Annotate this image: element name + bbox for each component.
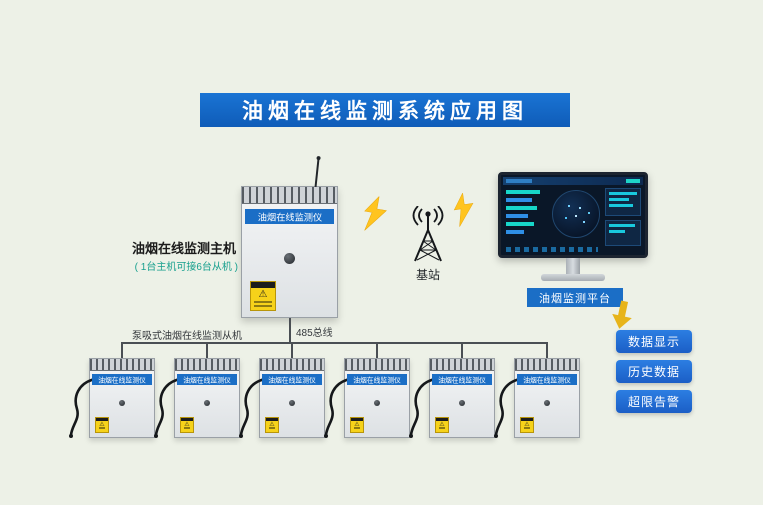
vent-cap: [515, 359, 579, 371]
warning-sticker: ⚠: [520, 417, 534, 433]
hose-icon: [494, 377, 521, 438]
sensor-knob: [119, 400, 125, 406]
bus-485-label: 485总线: [296, 328, 333, 339]
warning-icon: ⚠: [354, 421, 360, 428]
sensor-knob: [204, 400, 210, 406]
base-station-label: 基站: [415, 268, 440, 282]
lightning-icon: [364, 195, 387, 231]
dashboard-bar-chart: [506, 190, 550, 238]
warning-sticker: ⚠: [265, 417, 279, 433]
warning-sticker: ⚠: [250, 281, 276, 311]
device-strip-label: 油烟在线监测仪: [92, 374, 152, 385]
host-name-label: 油烟在线监测主机: [131, 241, 236, 256]
slave-device: 油烟在线监测仪 ⚠: [324, 358, 410, 438]
slave-device: 油烟在线监测仪 ⚠: [409, 358, 495, 438]
sensor-knob: [544, 400, 550, 406]
bus-drop-line: [121, 342, 123, 358]
warning-icon: ⚠: [269, 421, 275, 428]
dashboard-header: [503, 177, 643, 185]
dashboard-panel: [605, 220, 641, 246]
device-strip-label: 油烟在线监测仪: [517, 374, 577, 385]
device-strip-label: 油烟在线监测仪: [347, 374, 407, 385]
warning-sticker: ⚠: [180, 417, 194, 433]
bus-drop-line: [206, 342, 208, 358]
monitor-neck: [566, 258, 580, 274]
warning-icon: ⚠: [99, 421, 105, 428]
slave-group-label: 泵吸式油烟在线监测从机: [132, 331, 242, 342]
dashboard-radar: [552, 190, 600, 238]
host-note-label: ( 1台主机可接6台从机 ): [134, 262, 238, 273]
slave-device: 油烟在线监测仪 ⚠: [239, 358, 325, 438]
vent-cap: [430, 359, 494, 371]
warning-icon: ⚠: [184, 421, 190, 428]
device-strip-label: 油烟在线监测仪: [262, 374, 322, 385]
warning-sticker: ⚠: [95, 417, 109, 433]
hose-icon: [154, 377, 181, 438]
bus-drop-line: [461, 342, 463, 358]
warning-sticker: ⚠: [435, 417, 449, 433]
dashboard-panel: [605, 188, 641, 216]
slave-device: 油烟在线监测仪 ⚠: [494, 358, 580, 438]
slave-device: 油烟在线监测仪 ⚠: [154, 358, 240, 438]
sensor-knob: [289, 400, 295, 406]
feature-pill-history-data: 历史数据: [616, 360, 692, 383]
hose-icon: [409, 377, 436, 438]
bus-drop-line: [546, 342, 548, 358]
base-station-icon: [412, 206, 444, 262]
sensor-knob: [459, 400, 465, 406]
bus-drop-line: [291, 342, 293, 358]
vent-cap: [260, 359, 324, 371]
vent-cap: [90, 359, 154, 371]
slave-device: 油烟在线监测仪 ⚠: [69, 358, 155, 438]
vent-cap: [345, 359, 409, 371]
monitor-screen: [498, 172, 648, 258]
sticker-header: [251, 282, 275, 288]
antenna-icon: [314, 158, 320, 188]
warning-icon: ⚠: [439, 421, 445, 428]
title-banner: 油烟在线监测系统应用图: [200, 93, 570, 127]
bus-line-horizontal: [122, 342, 547, 344]
device-strip-label: 油烟在线监测仪: [432, 374, 492, 385]
sensor-knob: [374, 400, 380, 406]
device-strip-label: 油烟在线监测仪: [177, 374, 237, 385]
dashboard-ticker: [506, 247, 598, 252]
device-strip-label: 油烟在线监测仪: [245, 209, 334, 224]
feature-pill-data-display: 数据显示: [616, 330, 692, 353]
radar-dots: [575, 215, 577, 217]
platform-label: 油烟监测平台: [527, 288, 623, 307]
vent-cap: [175, 359, 239, 371]
sensor-knob: [284, 253, 295, 264]
warning-icon: ⚠: [524, 421, 530, 428]
warning-sticker: ⚠: [350, 417, 364, 433]
bus-drop-line: [376, 342, 378, 358]
vent-cap: [242, 187, 337, 204]
host-device: 油烟在线监测仪 ⚠: [241, 158, 338, 318]
warning-icon: ⚠: [258, 289, 268, 300]
feature-pill-limit-alarm: 超限告警: [616, 390, 692, 413]
lightning-icon: [453, 192, 474, 227]
bus-line-host-drop: [289, 318, 291, 342]
hose-icon: [324, 377, 351, 438]
monitor-base: [541, 274, 605, 281]
hose-icon: [239, 377, 266, 438]
hose-icon: [69, 377, 96, 438]
